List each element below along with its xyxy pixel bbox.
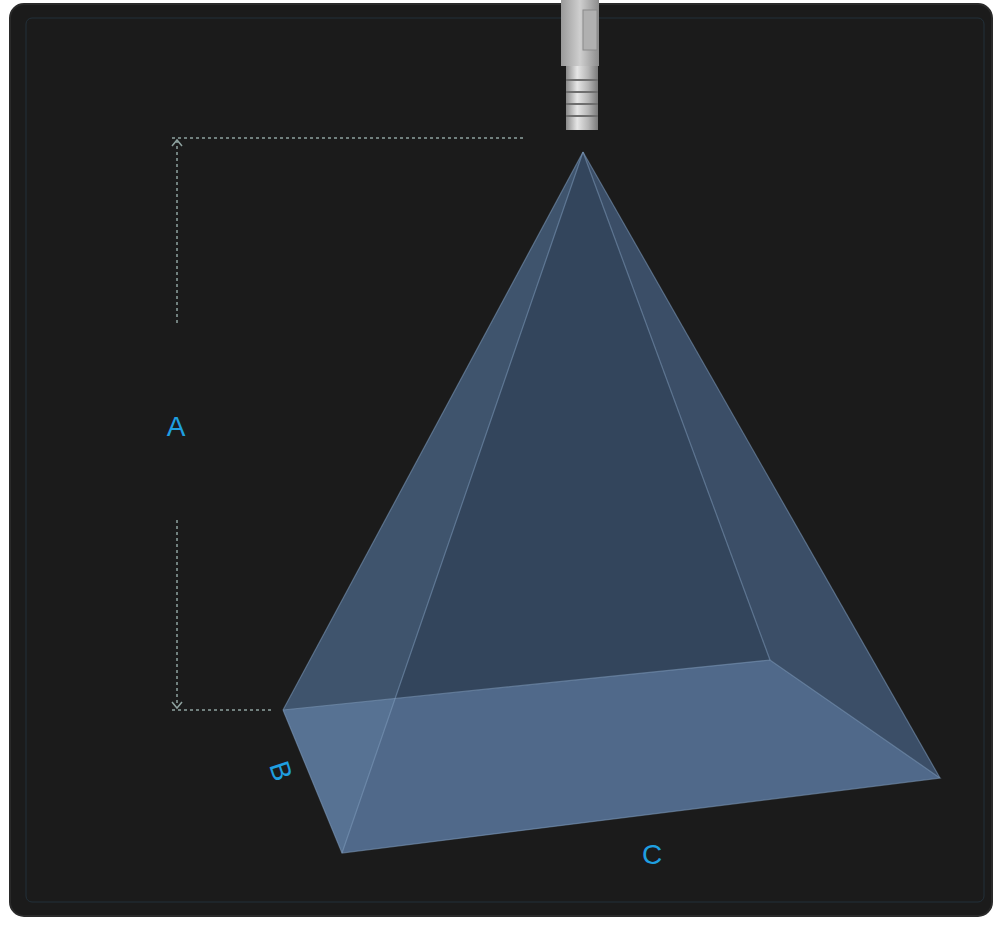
dimension-line bbox=[176, 520, 178, 706]
arrowhead bbox=[172, 702, 182, 708]
edge-line bbox=[342, 152, 583, 853]
edge-line bbox=[583, 152, 770, 660]
camera-lens bbox=[566, 66, 598, 130]
edge-line bbox=[583, 152, 940, 778]
dimension-label: C bbox=[642, 841, 662, 869]
camera-side bbox=[583, 10, 597, 50]
camera-body bbox=[561, 0, 599, 66]
edge-line bbox=[283, 660, 940, 853]
rib bbox=[566, 115, 598, 117]
panel bbox=[10, 4, 992, 916]
dimension-line bbox=[176, 140, 178, 325]
edge-line bbox=[283, 152, 583, 710]
front-face bbox=[342, 152, 940, 853]
rib bbox=[566, 91, 598, 93]
extension-line bbox=[172, 709, 272, 711]
lens-ribs bbox=[566, 80, 598, 116]
inner-frame bbox=[26, 18, 984, 902]
pyramid-edges bbox=[283, 152, 940, 853]
dimension-label: A bbox=[167, 413, 186, 441]
dimension-lines bbox=[172, 138, 525, 710]
arrowhead bbox=[172, 140, 182, 146]
extension-line bbox=[172, 137, 525, 139]
rib bbox=[566, 103, 598, 105]
rib bbox=[566, 79, 598, 81]
camera bbox=[561, 0, 599, 130]
